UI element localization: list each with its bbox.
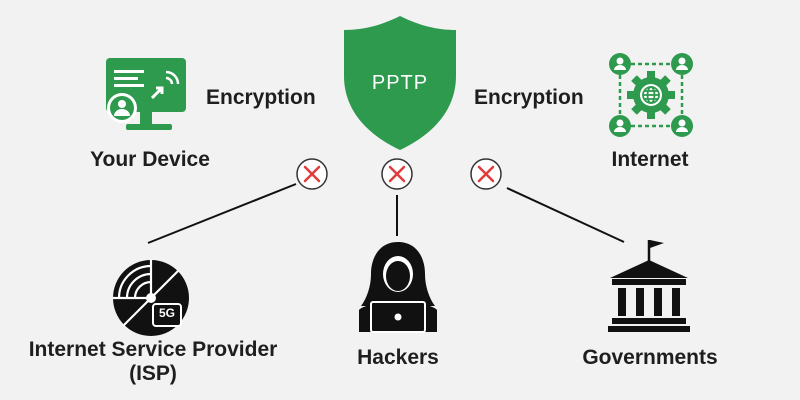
blocked-x-icon-right — [470, 158, 502, 190]
internet-label: Internet — [611, 148, 689, 171]
encryption-right-label: Encryption — [474, 86, 584, 109]
isp-label-line1: Internet Service Provider — [28, 338, 278, 361]
hackers-label: Hackers — [357, 346, 439, 369]
encryption-left-label: Encryption — [206, 86, 316, 109]
government-building-icon — [608, 240, 690, 332]
shield-label: PPTP — [371, 72, 429, 94]
satellite-signal-icon — [113, 260, 189, 336]
line-to-governments — [506, 187, 625, 243]
device-label: Your Device — [90, 148, 210, 171]
pptp-shield — [340, 14, 460, 152]
hacker-laptop-icon — [359, 242, 437, 333]
isp-label-line2: (ISP) — [129, 362, 177, 385]
blocked-x-icon-left — [296, 158, 328, 190]
isp-icon-wrap — [111, 258, 191, 338]
hackers-icon-wrap — [357, 240, 439, 336]
governments-icon-wrap — [606, 236, 692, 336]
shield-icon — [344, 16, 456, 150]
globe-network-icon — [609, 53, 693, 137]
governments-label: Governments — [582, 346, 718, 369]
device-icon-wrap — [104, 56, 188, 136]
internet-icon-wrap — [606, 50, 696, 140]
monitor-user-icon — [106, 58, 186, 130]
blocked-x-icon-center — [381, 158, 413, 190]
isp-badge: 5G — [158, 306, 175, 320]
line-to-isp — [147, 183, 297, 244]
